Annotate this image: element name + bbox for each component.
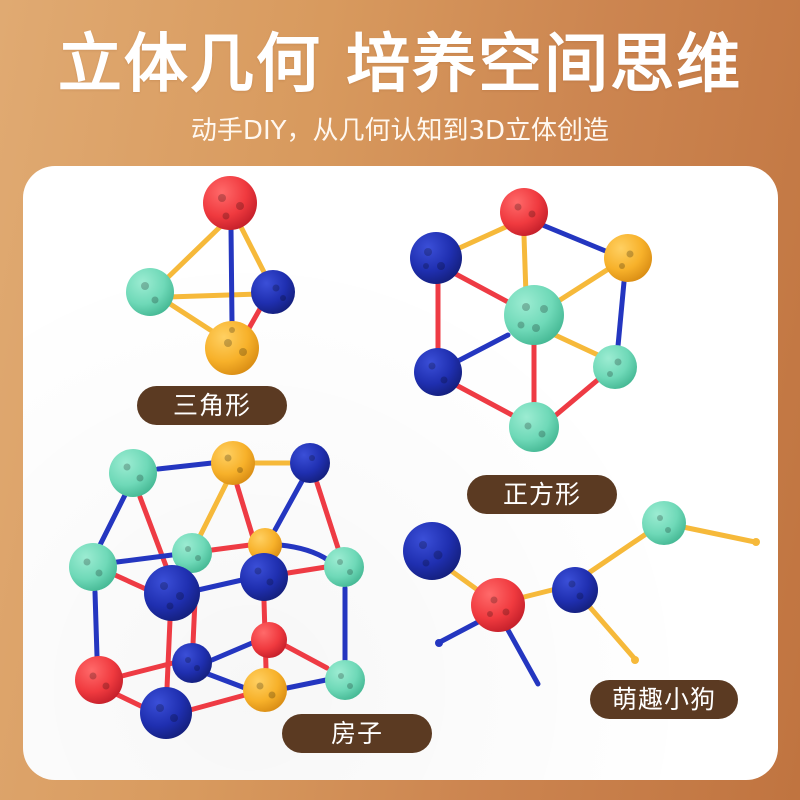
label-triangle: 三角形 xyxy=(137,386,287,425)
label-cube: 正方形 xyxy=(467,475,617,514)
cube-model xyxy=(410,188,652,452)
page-title: 立体几何 培养空间思维 xyxy=(57,28,743,102)
label-dog: 萌趣小狗 xyxy=(590,680,738,719)
dog-model xyxy=(403,501,760,687)
page-subtitle: 动手DIY，从几何认知到3D立体创造 xyxy=(190,116,610,146)
house-model xyxy=(69,441,365,739)
triangle-model xyxy=(126,176,295,375)
label-house: 房子 xyxy=(282,714,432,753)
